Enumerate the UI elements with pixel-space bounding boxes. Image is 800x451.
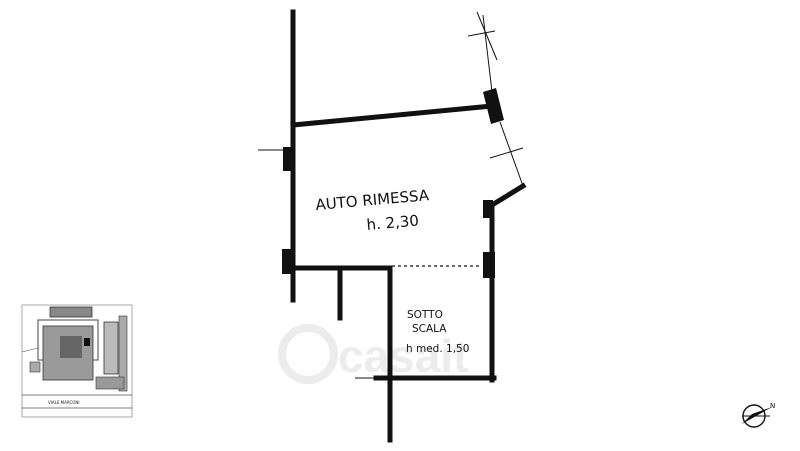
site-plan-street-label: VIALE MARCONI	[48, 400, 80, 405]
room-height-garage: h. 2,30	[366, 211, 420, 234]
room-name-understair-line2: SCALA	[412, 323, 447, 335]
openings	[258, 11, 524, 379]
room-height-understair: h med. 1,50	[406, 343, 469, 355]
site-plan-highlight	[84, 338, 90, 346]
north-label: N	[770, 402, 775, 410]
wall-blocks	[282, 88, 504, 278]
site-plan: VIALE MARCONI	[21, 304, 133, 418]
room-name-understair-line1: SOTTO	[407, 309, 443, 321]
watermark-text: casait	[338, 330, 468, 382]
watermark: casait	[278, 324, 468, 384]
room-name-garage: AUTO RIMESSA	[315, 186, 431, 214]
north-arrow-icon: N	[742, 402, 775, 428]
